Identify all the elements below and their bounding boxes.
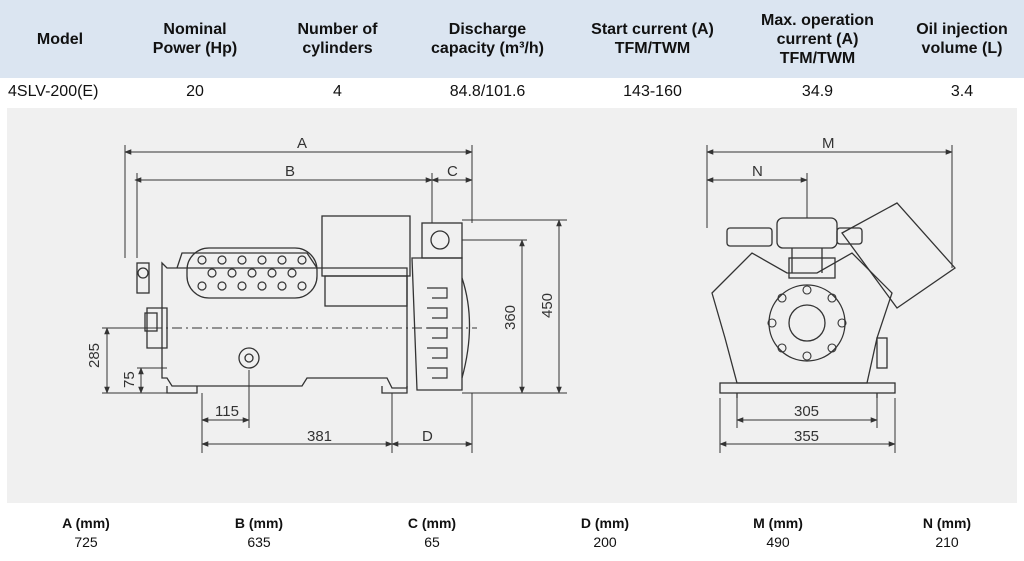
label-360: 360 [502,305,519,330]
dim-m-label: M (mm) [753,515,803,531]
label-450: 450 [539,293,556,318]
front-dimensions [706,145,953,453]
label-355: 355 [794,428,819,445]
dim-b-label: B (mm) [234,515,284,531]
label-m: M [822,135,835,152]
cell-cylinders: 4 [333,83,342,100]
cell-max-operation-current: 34.9 [801,83,834,100]
side-dim-labels: A B C D 381 115 285 75 360 450 [86,135,556,445]
cell-model: 4SLV-200(E) [8,83,99,100]
dim-c: C (mm) 65 [372,508,492,552]
drawing-svg: A B C D 381 115 285 75 360 450 [86,135,956,453]
dim-a-value: 725 [74,534,98,550]
label-d: D [422,428,433,445]
dim-d-value: 200 [593,534,617,550]
header-model: Model [36,30,84,48]
label-b: B [285,163,295,180]
dim-b-value: 635 [247,534,271,550]
label-75: 75 [121,371,138,388]
dim-d-label: D (mm) [580,515,630,531]
dim-m: M (mm) 490 [718,508,838,552]
table-row: 4SLV-200(E) 20 4 84.8/101.6 143-160 34.9… [0,78,1024,106]
technical-drawing: A B C D 381 115 285 75 360 450 [7,108,1017,503]
dim-n-value: 210 [935,534,959,550]
label-a: A [297,135,307,152]
label-c: C [447,163,458,180]
side-view [136,215,477,394]
dim-a: A (mm) 725 [26,508,146,552]
label-305: 305 [794,403,819,420]
cell-start-current: 143-160 [623,83,682,100]
dim-b: B (mm) 635 [199,508,319,552]
dim-n-label: N (mm) [922,515,972,531]
cell-nominal-power: 20 [186,83,204,100]
dim-n: N (mm) 210 [887,508,1007,552]
label-115: 115 [215,403,239,420]
dim-m-value: 490 [766,534,790,550]
cell-oil-injection: 3.4 [950,83,974,100]
label-381: 381 [307,428,332,445]
front-dim-labels: M N 305 355 [752,135,835,445]
label-n: N [752,163,763,180]
dim-c-value: 65 [424,534,440,550]
label-285: 285 [86,343,103,368]
side-dimensions [102,145,567,453]
dim-a-label: A (mm) [62,515,110,531]
dim-d: D (mm) 200 [545,508,665,552]
header-start-current: Start current (A)TFM/TWM [591,21,714,57]
front-view [711,202,956,398]
dim-c-label: C (mm) [407,515,457,531]
dimension-summary: A (mm) 725 B (mm) 635 C (mm) 65 D (mm) 200 M… [0,508,1024,561]
cell-discharge-capacity: 84.8/101.6 [449,83,526,100]
